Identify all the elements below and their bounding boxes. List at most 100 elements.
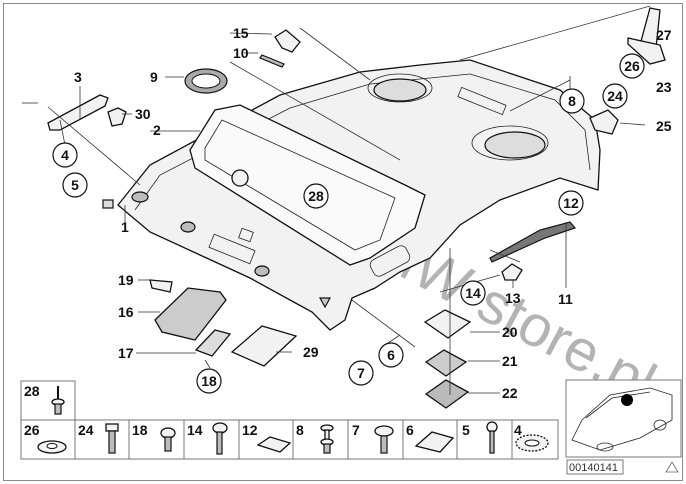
diagram-code: 00140141 <box>569 462 618 474</box>
svg-text:8: 8 <box>568 93 576 109</box>
hardware-cell-8[interactable]: 8 <box>292 419 349 460</box>
part-30-clip[interactable] <box>107 107 127 127</box>
svg-text:14: 14 <box>465 285 481 301</box>
stud-bolt-icon <box>51 386 65 415</box>
hex-screw-icon <box>105 423 119 454</box>
hardware-cell-12[interactable]: 12 <box>238 419 294 460</box>
callout-5: 5 <box>62 172 88 198</box>
svg-text:5: 5 <box>462 422 470 438</box>
svg-text:8: 8 <box>296 422 304 438</box>
callout-10: 10 <box>233 45 249 61</box>
svg-text:12: 12 <box>242 422 258 438</box>
washer-icon <box>37 440 67 454</box>
flange-screw-icon <box>374 425 394 454</box>
part-13-retainer[interactable] <box>501 263 523 281</box>
callout-4: 4 <box>52 142 78 168</box>
hardware-cell-4[interactable]: 4 <box>511 419 559 460</box>
svg-text:28: 28 <box>24 383 40 399</box>
svg-text:4: 4 <box>514 422 522 438</box>
svg-text:28: 28 <box>308 188 324 204</box>
callout-6: 6 <box>378 342 404 368</box>
svg-text:7: 7 <box>357 365 365 381</box>
svg-text:6: 6 <box>387 347 395 363</box>
callout-14: 14 <box>460 280 486 306</box>
expanding-rivet-icon <box>320 424 334 454</box>
square-plug-icon <box>414 431 455 453</box>
hardware-cell-24[interactable]: 24 <box>74 419 130 460</box>
callout-29: 29 <box>303 344 319 360</box>
callout-18: 18 <box>196 368 222 394</box>
svg-text:4: 4 <box>61 147 69 163</box>
callout-23: 23 <box>656 79 672 95</box>
callout-1: 1 <box>121 219 129 235</box>
circled-callouts: 4 5 6 7 8 12 14 18 24 26 28 <box>52 53 645 394</box>
warning-triangle-icon <box>665 461 679 473</box>
part-9-speaker-ring[interactable] <box>184 68 228 94</box>
callout-20: 20 <box>502 324 518 340</box>
hardware-table: 28 26 24 18 14 12 8 <box>20 380 559 460</box>
callout-16: 16 <box>118 304 134 320</box>
svg-text:18: 18 <box>201 373 217 389</box>
callout-9: 9 <box>150 69 158 85</box>
svg-text:5: 5 <box>71 177 79 193</box>
hardware-cell-14[interactable]: 14 <box>183 419 240 460</box>
callout-11: 11 <box>558 291 573 307</box>
svg-text:18: 18 <box>132 422 148 438</box>
callout-27: 27 <box>656 27 672 43</box>
callout-8: 8 <box>559 88 585 114</box>
callout-7: 7 <box>348 360 374 386</box>
part-21-bezel[interactable] <box>424 349 468 377</box>
callout-25: 25 <box>656 118 672 134</box>
hardware-cell-6[interactable]: 6 <box>402 419 458 460</box>
hardware-cell-7[interactable]: 7 <box>347 419 404 460</box>
svg-text:26: 26 <box>624 58 640 74</box>
svg-text:6: 6 <box>406 422 414 438</box>
callout-13: 13 <box>505 290 521 306</box>
part-15-bracket[interactable] <box>274 29 301 53</box>
callout-labels: 1 2 3 9 10 11 13 15 16 17 19 20 21 22 23… <box>74 25 672 401</box>
part-25-cover[interactable] <box>589 109 619 135</box>
callout-12: 12 <box>558 190 584 216</box>
small-screw-icon <box>486 421 498 454</box>
sunroof-frame[interactable] <box>189 104 426 266</box>
part-29-pad[interactable] <box>230 325 298 367</box>
svg-text:26: 26 <box>24 422 40 438</box>
part-10-strip[interactable] <box>259 54 285 68</box>
diagram-frame <box>3 3 683 481</box>
hardware-cell-5[interactable]: 5 <box>456 419 513 460</box>
callout-30: 30 <box>135 106 151 122</box>
callout-26: 26 <box>619 53 645 79</box>
part-3-grab-handle[interactable] <box>47 94 109 131</box>
lock-washer-icon <box>515 434 549 452</box>
callout-21: 21 <box>502 353 518 369</box>
callout-3: 3 <box>74 69 82 85</box>
hardware-cell-26[interactable]: 26 <box>20 419 76 460</box>
svg-text:24: 24 <box>607 88 623 104</box>
svg-text:14: 14 <box>187 422 203 438</box>
callout-2: 2 <box>153 122 161 138</box>
callout-17: 17 <box>118 345 134 361</box>
part-11-trim-strip[interactable] <box>489 221 577 263</box>
part-17-lamp[interactable] <box>194 329 232 357</box>
part-19-cover[interactable] <box>149 279 173 293</box>
callout-22: 22 <box>502 385 518 401</box>
clip-icon <box>256 436 292 453</box>
pan-screw-icon <box>160 427 176 452</box>
svg-text:12: 12 <box>563 195 579 211</box>
callout-15: 15 <box>233 25 249 41</box>
hardware-cell-28[interactable]: 28 <box>20 380 76 421</box>
svg-text:7: 7 <box>352 422 360 438</box>
part-16-console[interactable] <box>154 287 227 341</box>
part-20-lens[interactable] <box>423 309 472 339</box>
part-22-housing[interactable] <box>424 379 470 409</box>
locator-panel: 00140141 <box>565 379 682 475</box>
hardware-cell-18[interactable]: 18 <box>128 419 185 460</box>
callout-19: 19 <box>118 272 134 288</box>
car-locator-icon <box>571 387 673 452</box>
callout-28: 28 <box>303 183 329 209</box>
long-screw-icon <box>212 422 228 455</box>
callout-24: 24 <box>602 83 628 109</box>
svg-text:24: 24 <box>78 422 94 438</box>
part-23-visor-clip[interactable] <box>627 37 666 65</box>
